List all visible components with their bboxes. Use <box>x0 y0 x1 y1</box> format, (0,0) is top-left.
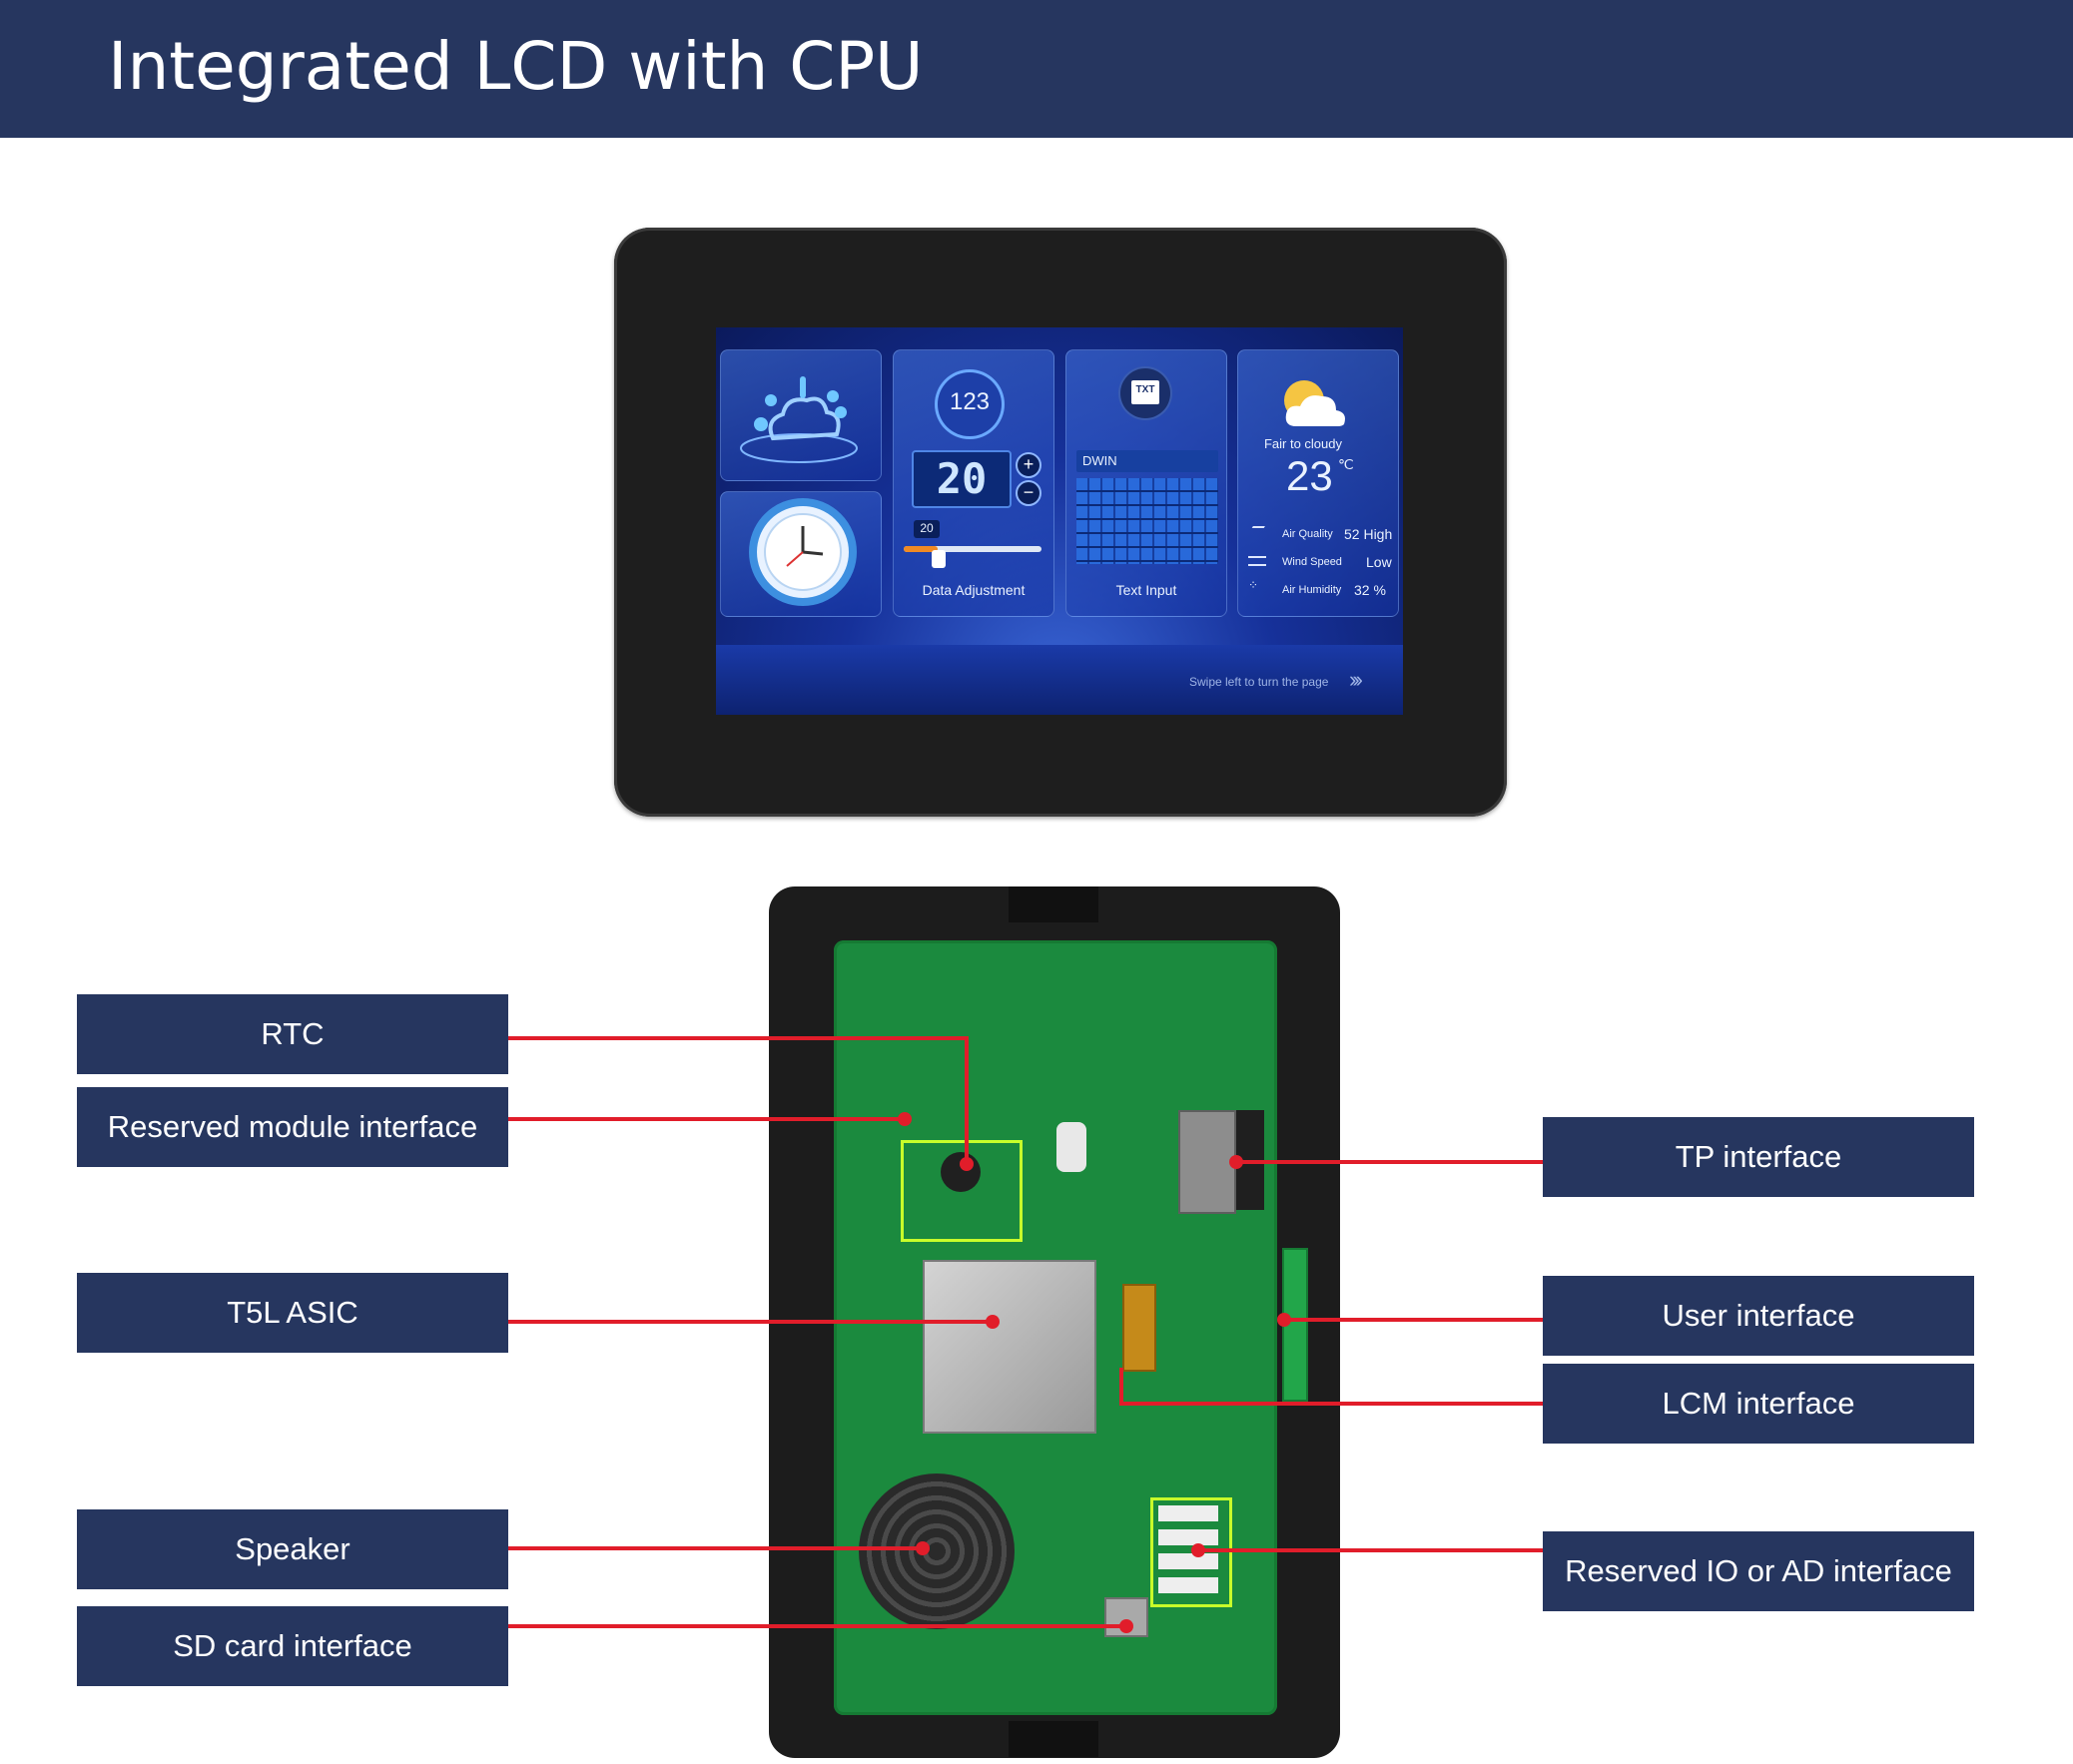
temperature: 23 <box>1286 452 1333 499</box>
weather-icon-tile <box>720 349 882 481</box>
screen-footer: Swipe left to turn the page ››› <box>716 645 1403 715</box>
clock-tile[interactable] <box>720 491 882 617</box>
text-input-field[interactable]: DWIN <box>1076 450 1218 472</box>
row-label: Air Humidity <box>1282 584 1342 596</box>
temperature-unit: ℃ <box>1338 456 1354 472</box>
label-user-interface: User interface <box>1543 1276 1974 1356</box>
decrement-button[interactable]: − <box>1016 480 1041 506</box>
wind-icon <box>1248 556 1266 566</box>
text-input-value: DWIN <box>1082 453 1117 468</box>
number-badge: 123 <box>949 388 991 415</box>
bottom-bracket <box>1009 1721 1098 1757</box>
row-value: 52 High <box>1344 526 1393 542</box>
text-input-caption: Text Input <box>1115 582 1177 598</box>
partly-cloudy-icon <box>1284 380 1345 426</box>
lcd-screen: 123 20 + − 20 Data Adjustment TXT DWIN T… <box>716 327 1403 715</box>
row-label: Air Quality <box>1282 528 1333 540</box>
slider-fill <box>904 546 938 552</box>
t5l-asic-shield <box>923 1260 1096 1434</box>
slider-value: 20 <box>920 521 934 535</box>
row-label: Wind Speed <box>1282 556 1342 568</box>
rtc-battery <box>941 1152 981 1192</box>
humidity-icon: ⁘ <box>1248 578 1261 592</box>
data-value: 20 <box>936 454 988 503</box>
increment-button[interactable]: + <box>1016 452 1041 478</box>
data-adjustment-caption: Data Adjustment <box>922 582 1026 598</box>
txt-badge: TXT <box>1135 384 1155 395</box>
cloud-icon <box>740 376 858 463</box>
data-display: 20 <box>912 450 1012 508</box>
label-tp-interface: TP interface <box>1543 1117 1974 1197</box>
label-lcm-interface: LCM interface <box>1543 1364 1974 1444</box>
top-bracket <box>1009 886 1098 922</box>
label-rtc: RTC <box>77 994 508 1074</box>
lcm-connector <box>1122 1284 1156 1372</box>
speaker-grille <box>859 1473 1015 1629</box>
swipe-hint: Swipe left to turn the page <box>1189 675 1329 689</box>
slider-track[interactable] <box>904 546 1041 552</box>
number-icon: 123 <box>938 372 1002 436</box>
data-adjustment-tile[interactable]: 123 20 + − 20 Data Adjustment <box>893 349 1054 617</box>
row-value: 32 % <box>1354 582 1386 598</box>
label-sd-card-interface: SD card interface <box>77 1606 508 1686</box>
page-title: Integrated LCD with CPU <box>108 28 924 105</box>
label-reserved-module-interface: Reserved module interface <box>77 1087 508 1167</box>
hand-pointer-icon <box>932 550 946 568</box>
text-input-tile[interactable]: TXT DWIN Text Input <box>1065 349 1227 617</box>
slider-value-bubble: 20 <box>914 520 940 538</box>
label-reserved-io-or-ad-interface: Reserved IO or AD interface <box>1543 1531 1974 1611</box>
clock-icon <box>749 498 857 606</box>
weather-state: Fair to cloudy <box>1263 436 1343 451</box>
module-connector <box>1056 1122 1086 1172</box>
weather-tile[interactable]: Fair to cloudy 23 ℃ Air Quality 52 High … <box>1237 349 1399 617</box>
label-speaker: Speaker <box>77 1509 508 1589</box>
label-t5l-asic: T5L ASIC <box>77 1273 508 1353</box>
row-value: Low <box>1366 554 1392 570</box>
title-bar: Integrated LCD with CPU <box>0 0 2073 138</box>
rtc-highlight-box <box>901 1140 1023 1242</box>
txt-file-icon: TXT <box>1120 368 1170 418</box>
